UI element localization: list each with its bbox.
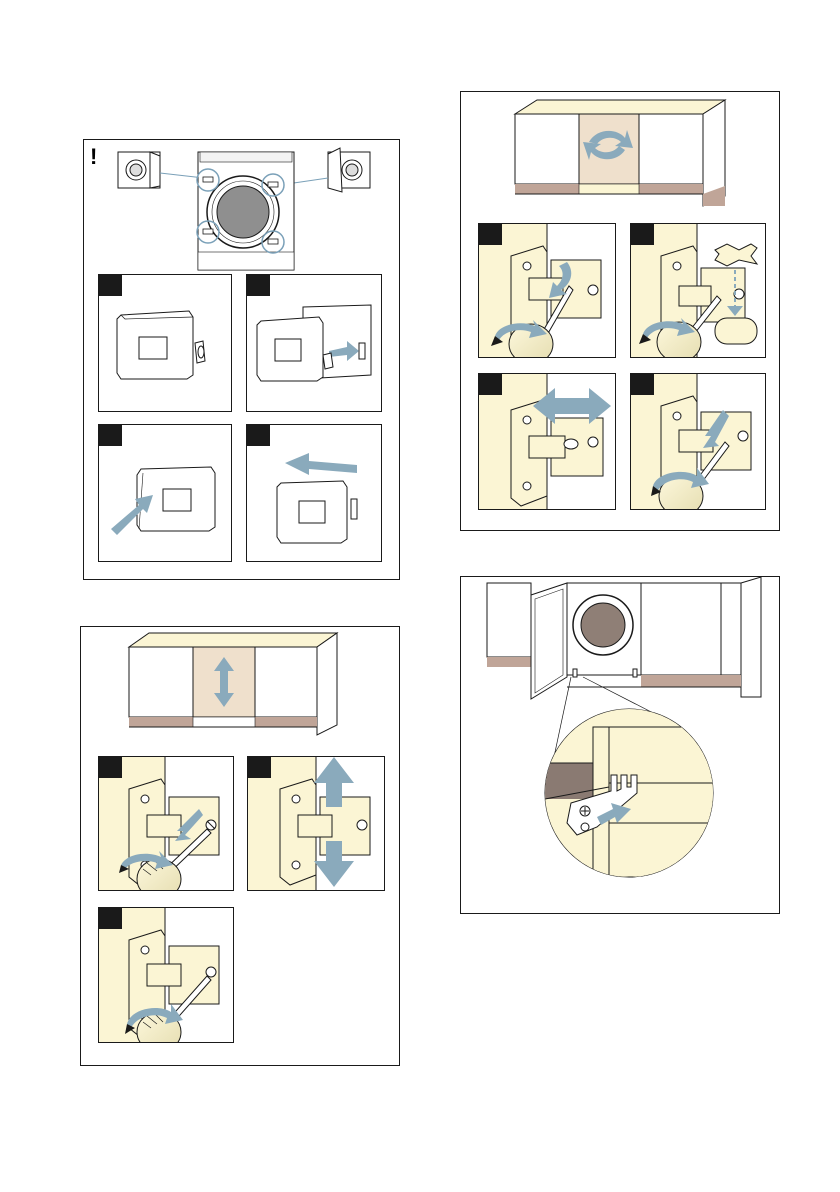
screwdriver-tighten-icon <box>631 374 766 510</box>
hinge-plate-push-icon <box>99 425 232 562</box>
hinge-move-updown-icon <box>248 757 385 891</box>
hinge-move-sideways-icon <box>479 374 616 510</box>
figure-tilt-adjustment <box>460 91 780 531</box>
step-2-panel <box>247 756 385 891</box>
step-2-panel <box>246 274 382 412</box>
cabinet-tilt-overview <box>461 92 781 220</box>
hinge-plate-icon <box>99 275 232 412</box>
screwdriver-loosen-icon <box>479 224 616 358</box>
inset-left-icon <box>118 152 160 188</box>
step-1-panel <box>98 274 232 412</box>
machine-front-overview <box>84 140 401 275</box>
step-3-panel <box>478 373 616 510</box>
step-4-panel <box>246 424 382 562</box>
inset-right-icon <box>328 148 370 192</box>
step-1-panel <box>478 223 616 358</box>
step-1-panel <box>98 756 234 891</box>
step-3-panel <box>98 424 232 562</box>
figure-plinth-clip <box>460 576 780 914</box>
step-2-panel <box>630 223 766 358</box>
screwdriver-tighten-icon <box>99 908 234 1043</box>
step-3-panel <box>98 907 234 1043</box>
screwdriver-loosen-icon <box>99 757 234 891</box>
hinge-cam-adjust-icon <box>631 224 766 358</box>
hinge-plate-insert-icon <box>247 275 382 412</box>
figure-height-adjustment <box>80 626 400 1066</box>
step-4-panel <box>630 373 766 510</box>
hinge-plate-slide-icon <box>247 425 382 562</box>
cabinet-height-overview <box>81 627 401 751</box>
figure-door-mount: ! <box>83 139 400 580</box>
plinth-clip-scene <box>461 577 781 915</box>
